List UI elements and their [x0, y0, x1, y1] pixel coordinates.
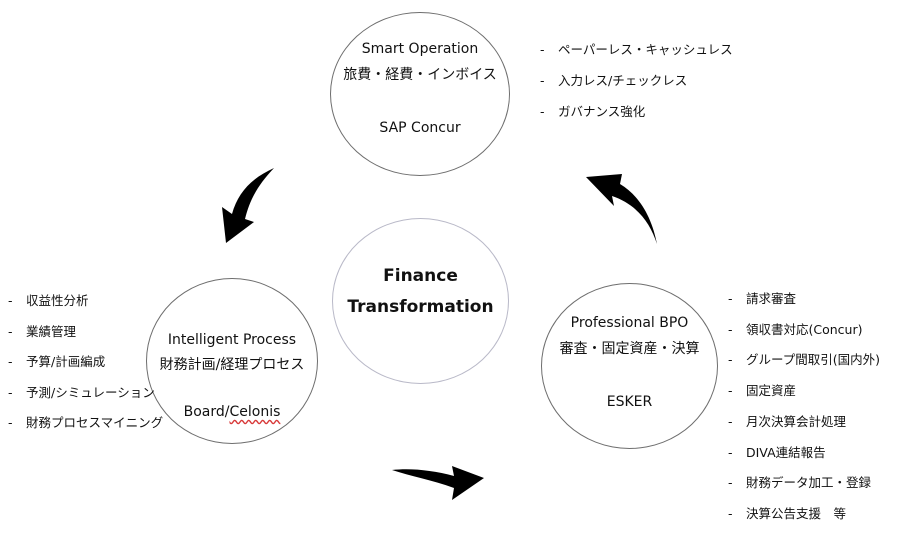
professional-bpo-title: Professional BPO [570, 315, 689, 331]
intelligent-process-subtitle: 財務計画/経理プロセス [159, 357, 305, 373]
arrow-top-to-left-icon [222, 168, 274, 243]
finance-transformation-circle [332, 218, 509, 384]
list-item: -決算公告支援 等 [728, 506, 847, 521]
celonis-label: Celonis [229, 404, 281, 420]
smart-operation-subtitle: 旅費・経費・インボイス [343, 67, 497, 83]
smart-operation-title: Smart Operation [361, 41, 479, 57]
list-item: -入力レス/チェックレス [540, 73, 688, 88]
list-item: -予算/計画編成 [8, 354, 106, 369]
list-item: -グループ間取引(国内外) [728, 352, 881, 367]
professional-bpo-product: ESKER [606, 394, 653, 410]
professional-bpo-circle [541, 283, 718, 449]
intelligent-process-products: Board/Celonis [146, 405, 318, 419]
list-item: -固定資産 [728, 383, 797, 398]
list-item: -業績管理 [8, 324, 77, 339]
list-item: -請求審査 [728, 291, 797, 306]
center-title-line2: Transformation [347, 297, 494, 317]
arrow-left-to-right-icon [392, 466, 484, 500]
list-item: -月次決算会計処理 [728, 414, 847, 429]
list-item: -領収書対応(Concur) [728, 322, 863, 337]
list-item: -DIVA連結報告 [728, 445, 826, 460]
list-item: -財務データ加工・登録 [728, 475, 872, 490]
smart-operation-circle [330, 12, 510, 176]
smart-operation-product: SAP Concur [379, 120, 461, 136]
intelligent-process-circle [146, 278, 318, 444]
arrow-right-to-top-icon [586, 174, 657, 244]
board-label: Board/ [183, 404, 230, 420]
list-item: -財務プロセスマイニング [8, 415, 164, 430]
list-item: -ペーパーレス・キャッシュレス [540, 42, 733, 57]
list-item: -ガバナンス強化 [540, 104, 646, 119]
center-title-line1: Finance [383, 266, 458, 286]
list-item: -予測/シミュレーション [8, 385, 155, 400]
professional-bpo-subtitle: 審査・固定資産・決算 [559, 341, 700, 357]
intelligent-process-title: Intelligent Process [167, 332, 297, 348]
list-item: -収益性分析 [8, 293, 89, 308]
